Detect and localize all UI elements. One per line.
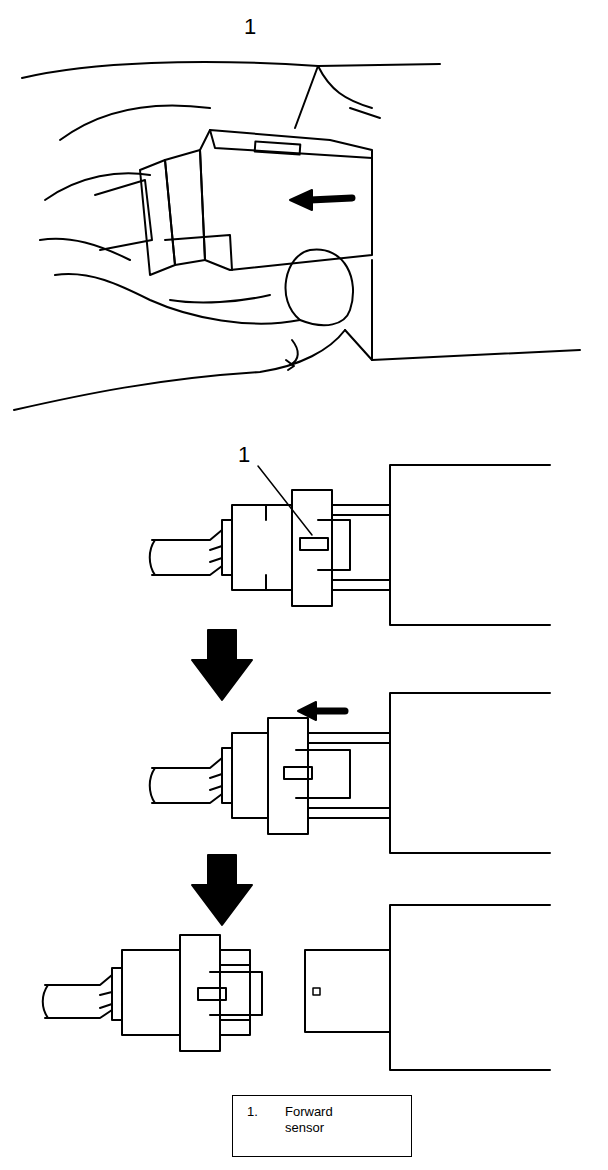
step-arrow (192, 630, 252, 700)
step-arrow (192, 855, 252, 925)
callout-number: 1 (244, 16, 256, 38)
callout-number: 1 (238, 444, 250, 466)
legend-box: 1. Forward sensor (232, 1095, 412, 1157)
connector-step-3 (43, 905, 550, 1070)
connector-step-1 (150, 465, 550, 625)
connector-step-2 (150, 693, 550, 853)
hand-illustration (14, 62, 580, 410)
legend-number: 1. (247, 1104, 277, 1120)
legend-text: Forward sensor (285, 1104, 357, 1135)
